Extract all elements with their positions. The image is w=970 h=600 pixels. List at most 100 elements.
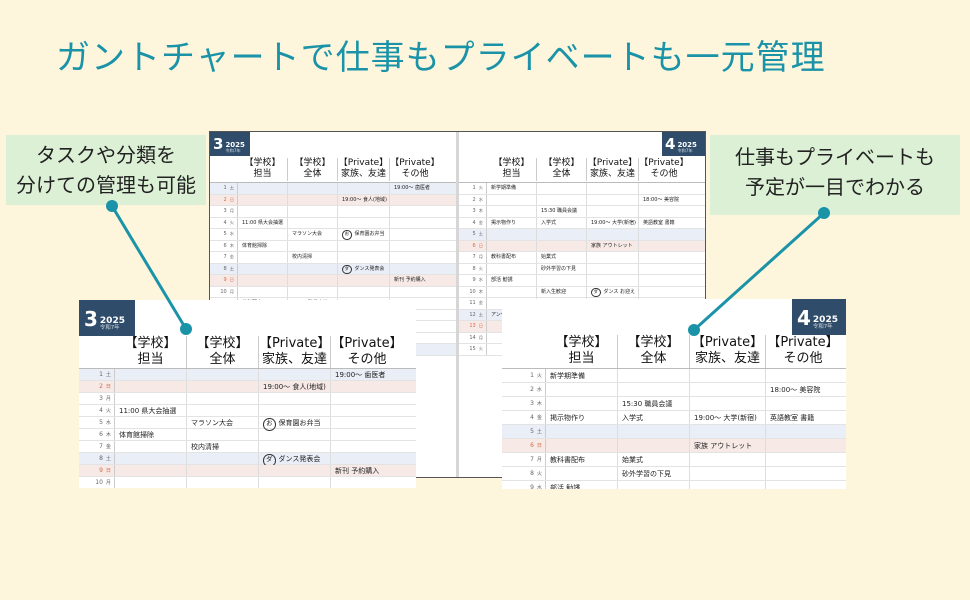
day-number: 5	[99, 419, 103, 426]
day-number: 3	[99, 395, 103, 402]
schedule-cell	[587, 183, 639, 194]
column-header-category: 【学校】	[543, 158, 580, 168]
era-label: 令和7年	[225, 147, 241, 153]
schedule-cell: 19:00～ 大学(新宿)	[690, 411, 766, 424]
schedule-cell: 英語教室 書籍	[639, 218, 689, 229]
schedule-cell	[587, 206, 639, 217]
schedule-cell	[546, 467, 618, 480]
month-number: 4	[665, 135, 676, 153]
schedule-cell	[238, 263, 288, 274]
column-header-title: その他	[783, 351, 823, 367]
column-header-title: 担当	[253, 169, 272, 180]
day-number: 8	[99, 455, 103, 462]
weekday: 金	[229, 255, 234, 260]
column-header-category: 【Private】	[587, 158, 638, 168]
day-number: 4	[530, 414, 534, 421]
schedule-cell	[618, 481, 690, 489]
day-number: 13	[469, 323, 476, 329]
event-text: 家族 アウトレット	[591, 242, 633, 249]
column-header-category: 【Private】	[331, 336, 403, 351]
schedule-cell	[587, 275, 639, 286]
weekday: 金	[105, 444, 111, 450]
event-text: 新刊 予約購入	[335, 467, 380, 475]
column-header: 【学校】担当	[487, 158, 537, 181]
weekday: 土	[229, 266, 234, 272]
weekday: 土	[478, 232, 483, 237]
day-number: 11	[469, 300, 476, 306]
stamp-icon: お	[263, 418, 276, 431]
weekday: 火	[536, 373, 542, 379]
column-header-category: 【学校】	[627, 335, 680, 350]
schedule-cell: 11:00 県大会抽選	[238, 217, 288, 228]
schedule-cell: 15:30 職員会議	[618, 397, 690, 410]
event-text: 教科書配布	[550, 456, 585, 464]
schedule-cell: マラソン大会	[187, 417, 259, 428]
event-text: ダンス発表会	[278, 455, 321, 463]
weekday: 木	[229, 243, 234, 249]
connector-dot-left-bottom	[180, 323, 192, 335]
stamp-icon: お	[342, 230, 352, 240]
month-number: 4	[797, 306, 811, 330]
day-number: 7	[223, 254, 227, 260]
schedule-cell: 新学期準備	[546, 369, 618, 382]
weekday: 水	[536, 485, 542, 489]
schedule-cell: 19:00～ 大学(新宿)	[587, 217, 639, 228]
day-number: 5	[223, 231, 227, 237]
event-text: 15:30 職員会議	[622, 400, 673, 408]
weekday: 土	[478, 312, 483, 318]
event-text: 掲示物作り	[550, 414, 585, 422]
schedule-cell: 体育館掃除	[238, 240, 288, 251]
schedule-cell	[238, 252, 288, 263]
connector-line-right	[692, 211, 826, 332]
column-header-row: 【学校】担当【学校】全体【Private】家族、友達【Private】その他	[487, 158, 689, 181]
schedule-cell	[288, 286, 338, 297]
weekday: 日	[536, 443, 542, 449]
event-text: 砂外学習の下見	[622, 470, 671, 478]
schedule-cell: 体育館掃除	[115, 429, 187, 440]
schedule-cell	[115, 465, 187, 476]
day-number: 5	[530, 428, 534, 435]
day-number: 8	[223, 265, 227, 272]
column-header: 【学校】全体	[618, 335, 690, 368]
schedule-cell	[546, 383, 618, 396]
event-text: 入学式	[622, 414, 643, 422]
weekday: 日	[478, 324, 483, 329]
callout-left: タスクや分類を 分けての管理も可能	[6, 135, 206, 205]
event-text: 入学式	[541, 219, 557, 226]
era-label: 令和7年	[99, 324, 120, 331]
schedule-cell	[115, 393, 187, 404]
schedule-cell	[338, 183, 390, 194]
callout-right-line-2: 予定が一目でわかる	[745, 175, 925, 199]
event-text: 新学期準備	[491, 185, 517, 191]
spread-gutter	[456, 132, 459, 477]
schedule-cell	[288, 275, 338, 286]
schedule-cell	[238, 229, 288, 240]
schedule-cell	[187, 465, 259, 476]
month-number: 3	[84, 307, 98, 331]
day-number: 3	[472, 208, 476, 214]
